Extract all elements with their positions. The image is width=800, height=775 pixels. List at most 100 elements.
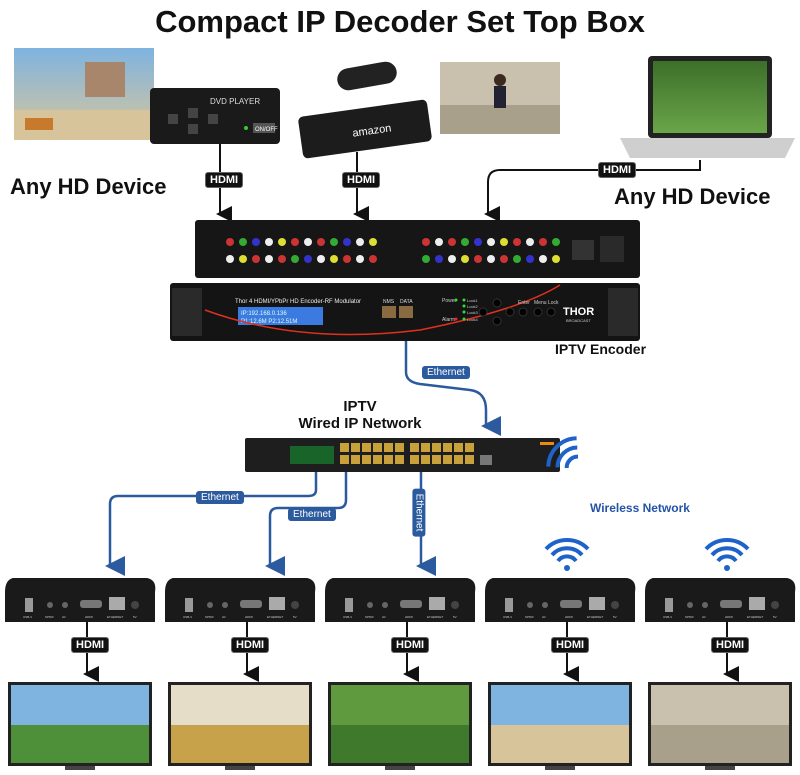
port-label: ETHERNET [427, 615, 443, 619]
beach-photo [14, 48, 154, 140]
port-label: 5V [613, 615, 617, 619]
port-label: AV [62, 615, 66, 619]
rca-connector [278, 255, 286, 263]
rca-connector [448, 255, 456, 263]
switch-port [443, 455, 452, 464]
svg-text:Enter: Enter [518, 300, 530, 306]
rca-connector [317, 255, 325, 263]
switch-port [384, 443, 393, 452]
rca-connector [448, 238, 456, 246]
ethernet-label: Ethernet [412, 488, 426, 537]
switch-port [410, 443, 419, 452]
encoder-back-panel [195, 220, 640, 278]
port-label: 5V [293, 615, 297, 619]
rca-connector [356, 255, 364, 263]
port-label: 5V [773, 615, 777, 619]
switch-port [340, 443, 349, 452]
port-label: ETHERNET [107, 615, 123, 619]
any-hd-device-label-right: Any HD Device [614, 184, 771, 209]
rca-connector [461, 238, 469, 246]
hdmi-label: HDMI [711, 637, 750, 653]
rca-connector [330, 255, 338, 263]
switch-port [395, 455, 404, 464]
lcd-display [238, 307, 323, 325]
switch-port [465, 455, 474, 464]
tv-screen [648, 682, 792, 770]
switch-port [362, 455, 371, 464]
port-label: HDMI [565, 615, 573, 619]
hdmi-label: HDMI [598, 162, 637, 178]
ethernet-label: Ethernet [422, 366, 470, 379]
svg-text:Menu: Menu [534, 300, 547, 306]
rca-connector [539, 255, 547, 263]
rca-connector [291, 255, 299, 263]
switch-port [454, 455, 463, 464]
port-label: USB-3 [343, 615, 352, 619]
port-label: AV [222, 615, 226, 619]
rca-connector [422, 238, 430, 246]
hdmi-label: HDMI [71, 637, 110, 653]
network-title: IPTV Wired IP Network [298, 398, 422, 432]
rca-connector [343, 255, 351, 263]
hdmi-label: HDMI [551, 637, 590, 653]
data-port [399, 306, 413, 318]
port-label: SPDIF [365, 615, 374, 619]
wifi-icon [704, 538, 750, 571]
wifi-icon [544, 538, 590, 571]
rca-connector [552, 238, 560, 246]
hdmi-label: HDMI [391, 637, 430, 653]
rca-connector [369, 238, 377, 246]
rca-connector [526, 238, 534, 246]
any-hd-device-label-left: Any HD Device [10, 174, 167, 199]
hdmi-line [484, 160, 701, 222]
iptv-encoder-label: IPTV Encoder [555, 341, 647, 357]
switch-port [443, 443, 452, 452]
rca-connector [265, 255, 273, 263]
rca-connector [291, 238, 299, 246]
svg-text:Thor 4 HDMI/YPbPr HD Encoder-R: Thor 4 HDMI/YPbPr HD Encoder-RF Modulato… [235, 299, 361, 305]
switch-port [340, 455, 349, 464]
rca-connector [474, 255, 482, 263]
tv-screen [328, 682, 472, 770]
port-label: AV [382, 615, 386, 619]
port-label: USB-3 [503, 615, 512, 619]
port-label: 5V [453, 615, 457, 619]
svg-text:ON/OFF: ON/OFF [255, 127, 278, 133]
port-label: AV [542, 615, 546, 619]
svg-text:Alarm: Alarm [442, 317, 455, 323]
switch-port [373, 443, 382, 452]
switch-port [351, 455, 360, 464]
page-title: Compact IP Decoder Set Top Box [155, 4, 645, 39]
rca-connector [487, 238, 495, 246]
switch-port [465, 443, 474, 452]
port-label: ETHERNET [747, 615, 763, 619]
rca-connector [513, 238, 521, 246]
rca-connector [500, 238, 508, 246]
switch-port [410, 455, 419, 464]
rca-connector [343, 238, 351, 246]
rca-connector [265, 238, 273, 246]
switch-port [454, 443, 463, 452]
rca-connector [330, 238, 338, 246]
rca-connector [239, 238, 247, 246]
port-label: USB-3 [23, 615, 32, 619]
tv-screen [168, 682, 312, 770]
port-label: HDMI [245, 615, 253, 619]
hdmi-label: HDMI [342, 172, 381, 188]
ethernet-cable [404, 341, 501, 436]
ethernet-cable [105, 472, 318, 576]
wifi-icon [546, 436, 579, 469]
switch-port [432, 455, 441, 464]
svg-text:Power: Power [442, 298, 457, 304]
svg-text:BROADCAST: BROADCAST [566, 318, 591, 323]
rca-connector [422, 255, 430, 263]
svg-text:amazon: amazon [352, 122, 392, 139]
port-label: SPDIF [45, 615, 54, 619]
switch-port [432, 443, 441, 452]
skimboard-photo [440, 62, 560, 134]
port-label: AV [702, 615, 706, 619]
